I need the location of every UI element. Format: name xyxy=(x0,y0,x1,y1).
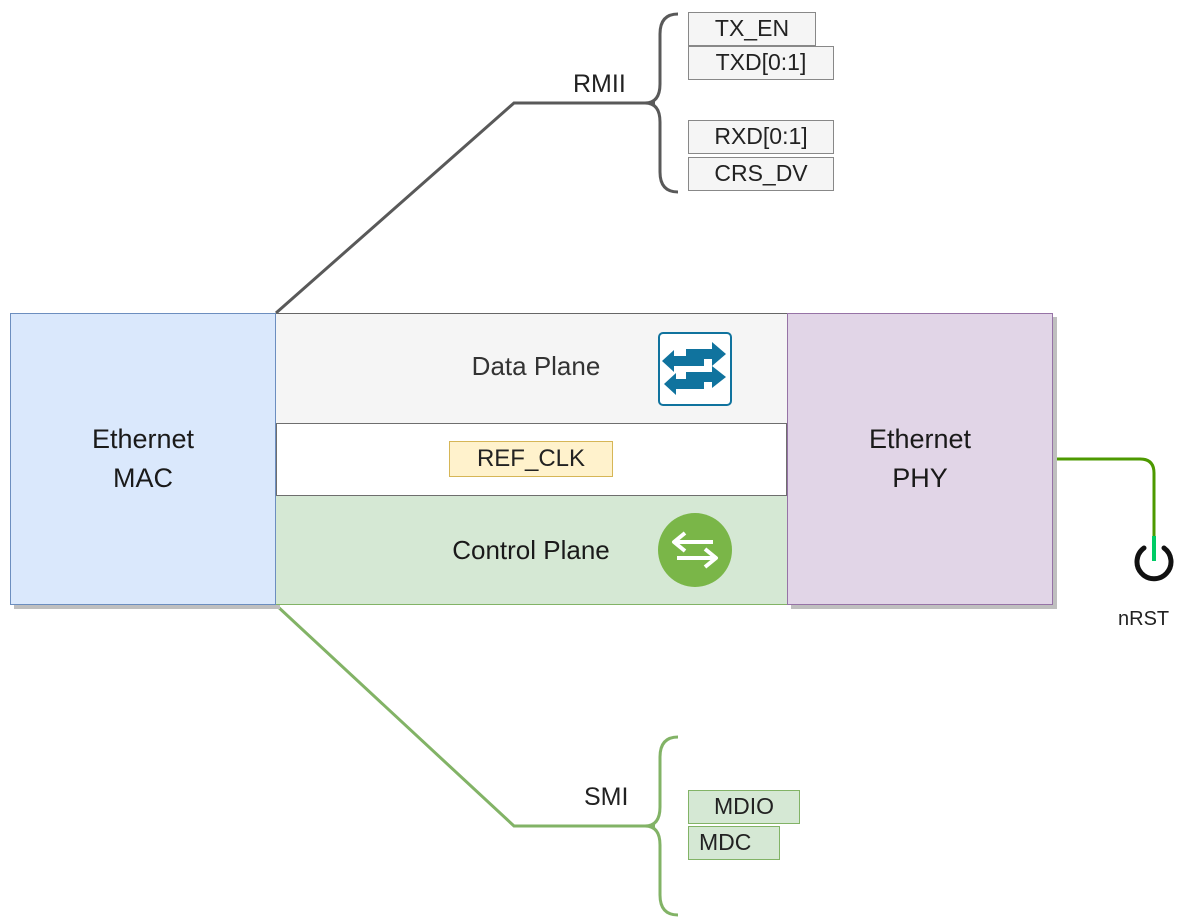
smi-signal-mdc: MDC xyxy=(688,826,780,860)
ethernet-phy-label: Ethernet PHY xyxy=(788,420,1052,498)
rmii-signal-tx-en: TX_EN xyxy=(688,12,816,46)
power-icon xyxy=(1134,536,1174,582)
rmii-signal-txd: TXD[0:1] xyxy=(688,46,834,80)
control-plane-block: Control Plane xyxy=(276,496,787,605)
ethernet-phy-block: Ethernet PHY xyxy=(787,313,1053,605)
rmii-signal-crs-dv: CRS_DV xyxy=(688,157,834,191)
smi-signal-mdio: MDIO xyxy=(688,790,800,824)
ref-clk-label: REF_CLK xyxy=(449,441,613,477)
nrst-label: nRST xyxy=(1118,608,1170,630)
control-plane-label: Control Plane xyxy=(452,535,610,565)
ethernet-mac-block: Ethernet MAC xyxy=(10,313,276,605)
swap-arrows-icon xyxy=(658,513,732,587)
smi-bus-line xyxy=(274,603,655,828)
nrst-line xyxy=(1053,457,1156,538)
ethernet-phy-label-line1: Ethernet xyxy=(868,424,972,454)
smi-brace xyxy=(644,735,679,917)
ethernet-phy-label-line2: PHY xyxy=(892,463,948,493)
ethernet-mac-label-line1: Ethernet xyxy=(91,424,195,454)
rmii-brace xyxy=(644,12,679,194)
data-plane-label: Data Plane xyxy=(471,351,601,381)
ethernet-mac-label: Ethernet MAC xyxy=(11,420,275,498)
switch-arrows-icon xyxy=(658,332,732,406)
ethernet-mac-label-line2: MAC xyxy=(113,463,173,493)
rmii-label: RMII xyxy=(573,70,626,98)
rmii-bus-line xyxy=(275,101,655,315)
data-plane-block: Data Plane xyxy=(276,313,787,423)
rmii-signal-rxd: RXD[0:1] xyxy=(688,120,834,154)
smi-label: SMI xyxy=(584,783,629,811)
